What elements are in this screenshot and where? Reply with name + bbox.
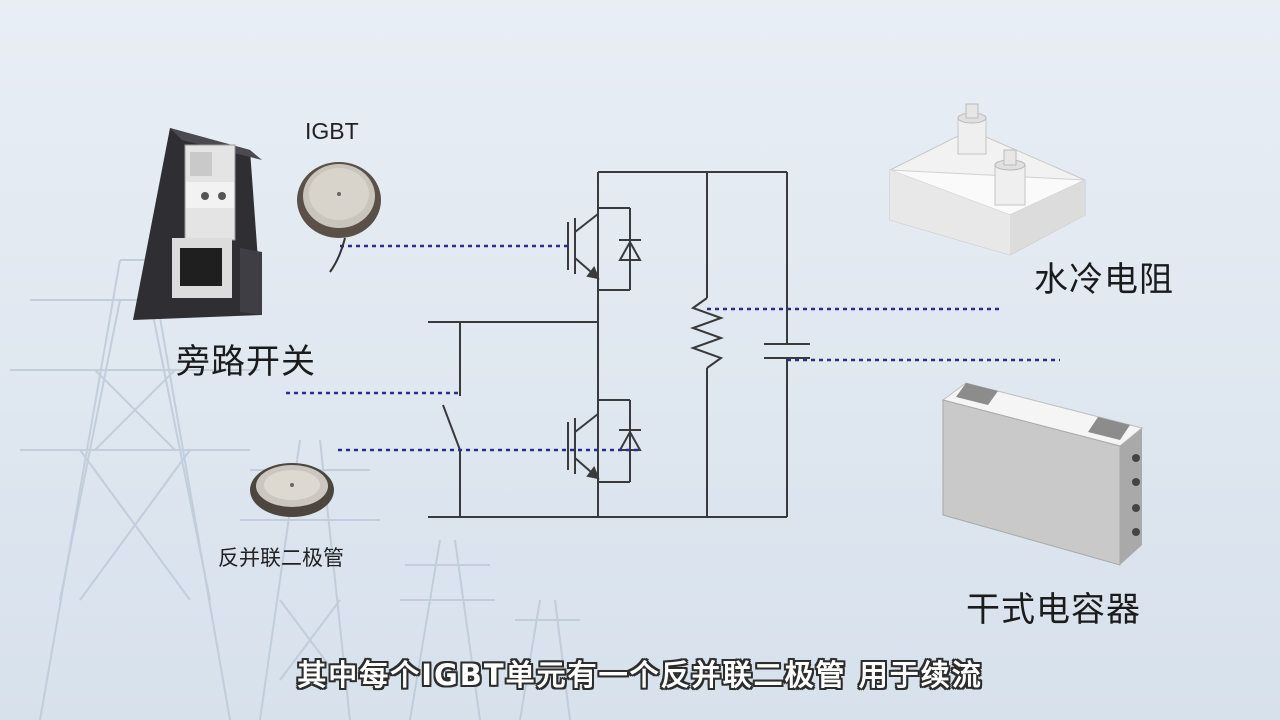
bypass-switch-device: [133, 128, 262, 320]
dry-capacitor-device: [941, 382, 1144, 566]
water-cooled-resistor-label: 水冷电阻: [1034, 260, 1174, 300]
igbt-upper-symbol: [567, 207, 642, 291]
dry-capacitor-label: 干式电容器: [966, 590, 1141, 630]
tower-left: [10, 259, 260, 720]
antiparallel-diode-label: 反并联二极管: [218, 546, 344, 570]
bypass-switch-label: 旁路开关: [176, 342, 316, 382]
igbt-label: IGBT: [305, 118, 359, 144]
igbt-device: [297, 162, 381, 273]
igbt-lower-symbol: [567, 399, 642, 483]
tower-small-2: [515, 599, 580, 720]
resistor-symbol: [690, 297, 724, 369]
diode-device: [250, 463, 334, 517]
water-cooled-resistor-device: [889, 103, 1086, 256]
bypass-switch-blade: [442, 404, 461, 451]
video-subtitle: 其中每个IGBT单元有一个反并联二极管 用于续流: [297, 658, 983, 692]
tower-small-1: [400, 539, 495, 720]
